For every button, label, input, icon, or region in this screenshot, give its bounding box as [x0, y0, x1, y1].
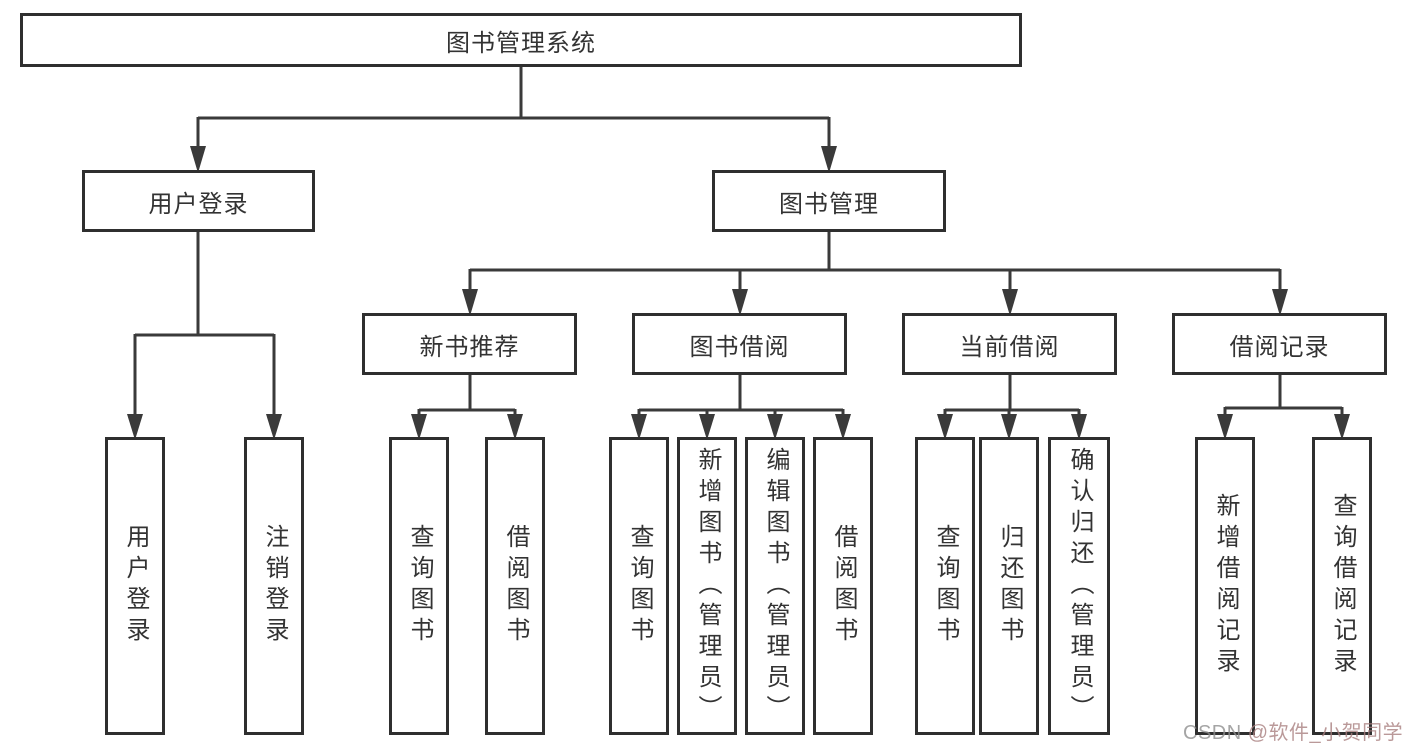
leaf-label: 确认归还（管理员） [1066, 446, 1093, 726]
node-book-management: 图书管理 [712, 170, 946, 232]
leaf-label: 新增图书（管理员） [694, 446, 721, 726]
arrowheads [127, 146, 1350, 440]
node-new-book-recommend: 新书推荐 [362, 313, 577, 375]
node-leaf-query-borrow-record: 查询借阅记录 [1312, 437, 1372, 735]
node-leaf-query-books-3: 查询图书 [915, 437, 975, 735]
node-leaf-add-books-admin: 新增图书（管理员） [677, 437, 737, 735]
node-leaf-borrow-books-1: 借阅图书 [485, 437, 545, 735]
leaf-label: 查询图书 [406, 524, 433, 648]
node-leaf-query-books-1: 查询图书 [389, 437, 449, 735]
node-leaf-borrow-books-2: 借阅图书 [813, 437, 873, 735]
leaf-label: 注销登录 [261, 524, 288, 648]
watermark: CSDN @软件_小贺同学 [1183, 716, 1403, 745]
node-leaf-return-books: 归还图书 [979, 437, 1039, 735]
node-borrow-records: 借阅记录 [1172, 313, 1387, 375]
node-leaf-edit-books-admin: 编辑图书（管理员） [745, 437, 805, 735]
node-leaf-query-books-2: 查询图书 [609, 437, 669, 735]
node-current-borrowing: 当前借阅 [902, 313, 1117, 375]
leaf-label: 借阅图书 [830, 524, 857, 648]
leaf-label: 编辑图书（管理员） [762, 446, 789, 726]
leaf-label: 查询借阅记录 [1329, 493, 1356, 679]
leaf-label: 用户登录 [122, 524, 149, 648]
leaf-label: 查询图书 [626, 524, 653, 648]
node-leaf-add-borrow-record: 新增借阅记录 [1195, 437, 1255, 735]
node-user-login: 用户登录 [82, 170, 315, 232]
leaf-label: 归还图书 [996, 524, 1023, 648]
watermark-handle: @软件_小贺同学 [1247, 722, 1404, 744]
node-book-borrowing: 图书借阅 [632, 313, 847, 375]
node-leaf-logout: 注销登录 [244, 437, 304, 735]
node-leaf-confirm-return-admin: 确认归还（管理员） [1048, 437, 1110, 735]
leaf-label: 新增借阅记录 [1212, 493, 1239, 679]
node-root: 图书管理系统 [20, 13, 1022, 67]
node-leaf-user-login: 用户登录 [105, 437, 165, 735]
leaf-label: 查询图书 [932, 524, 959, 648]
leaf-label: 借阅图书 [502, 524, 529, 648]
watermark-brand: CSDN [1183, 722, 1248, 744]
